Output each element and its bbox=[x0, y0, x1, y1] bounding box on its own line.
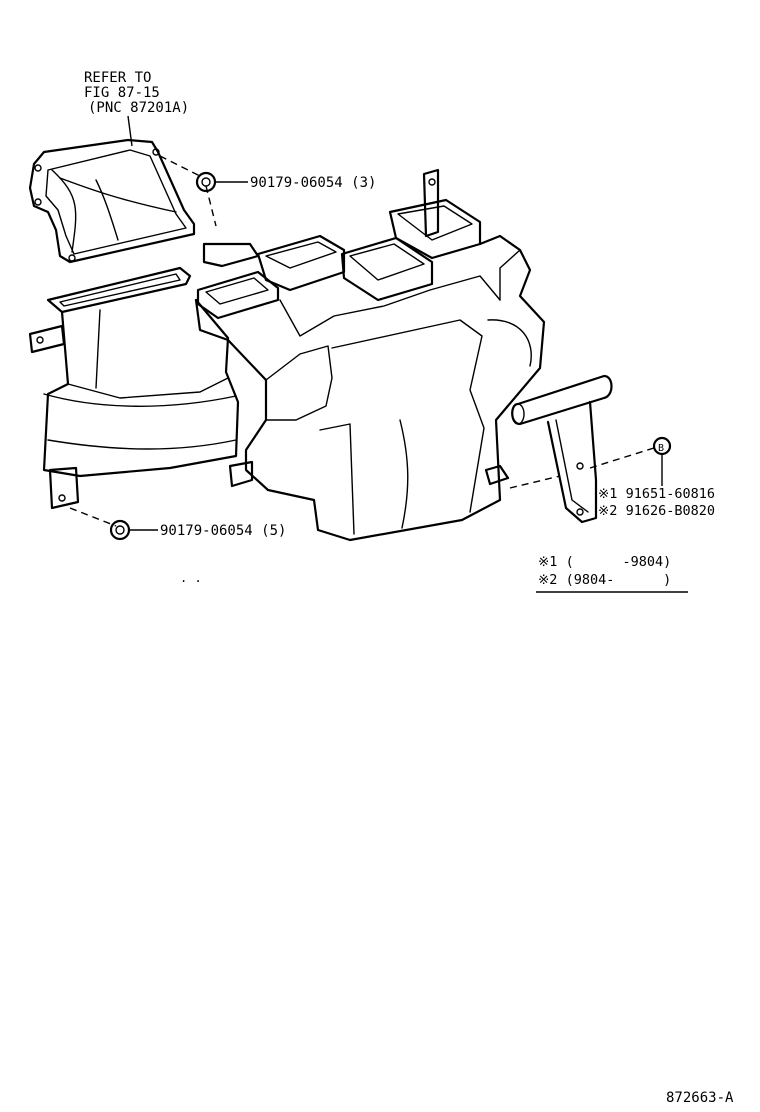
stray-mark: . . bbox=[180, 571, 202, 585]
refer-note-line-1: REFER TO bbox=[84, 70, 151, 86]
bracket-dashline-left bbox=[509, 475, 561, 489]
bolt-symbol: B bbox=[658, 443, 664, 454]
bolt-icon: B bbox=[652, 436, 672, 456]
refer-note: REFER TO FIG 87-15 (PNC 87201A) bbox=[84, 70, 189, 147]
nut-top-dashline bbox=[159, 155, 201, 177]
air-duct bbox=[28, 138, 196, 264]
nut-top-dashline-2 bbox=[205, 185, 217, 227]
support-bracket bbox=[511, 374, 613, 524]
nut-bottom-icon bbox=[109, 519, 131, 541]
nut-top-icon bbox=[195, 171, 217, 193]
applicability-row-2: ※2 (9804- ) bbox=[538, 572, 671, 588]
refer-note-leader bbox=[127, 115, 133, 147]
refer-note-line-3: (PNC 87201A) bbox=[88, 100, 189, 116]
heater-unit bbox=[28, 168, 546, 542]
applicability-row-1: ※1 ( -9804) bbox=[538, 554, 671, 570]
nut-bottom-dashline bbox=[69, 507, 117, 527]
refer-note-line-2: FIG 87-15 bbox=[84, 85, 160, 101]
nut-top-part-number: 90179-06054 (3) bbox=[250, 175, 376, 191]
nut-bottom-part-number: 90179-06054 (5) bbox=[160, 523, 286, 539]
part-number-2: ※2 91626-B0820 bbox=[598, 503, 715, 519]
illustration-id: 872663-A bbox=[666, 1090, 734, 1106]
bracket-dashline-right bbox=[589, 447, 655, 469]
part-number-1: ※1 91651-60816 bbox=[598, 486, 715, 502]
